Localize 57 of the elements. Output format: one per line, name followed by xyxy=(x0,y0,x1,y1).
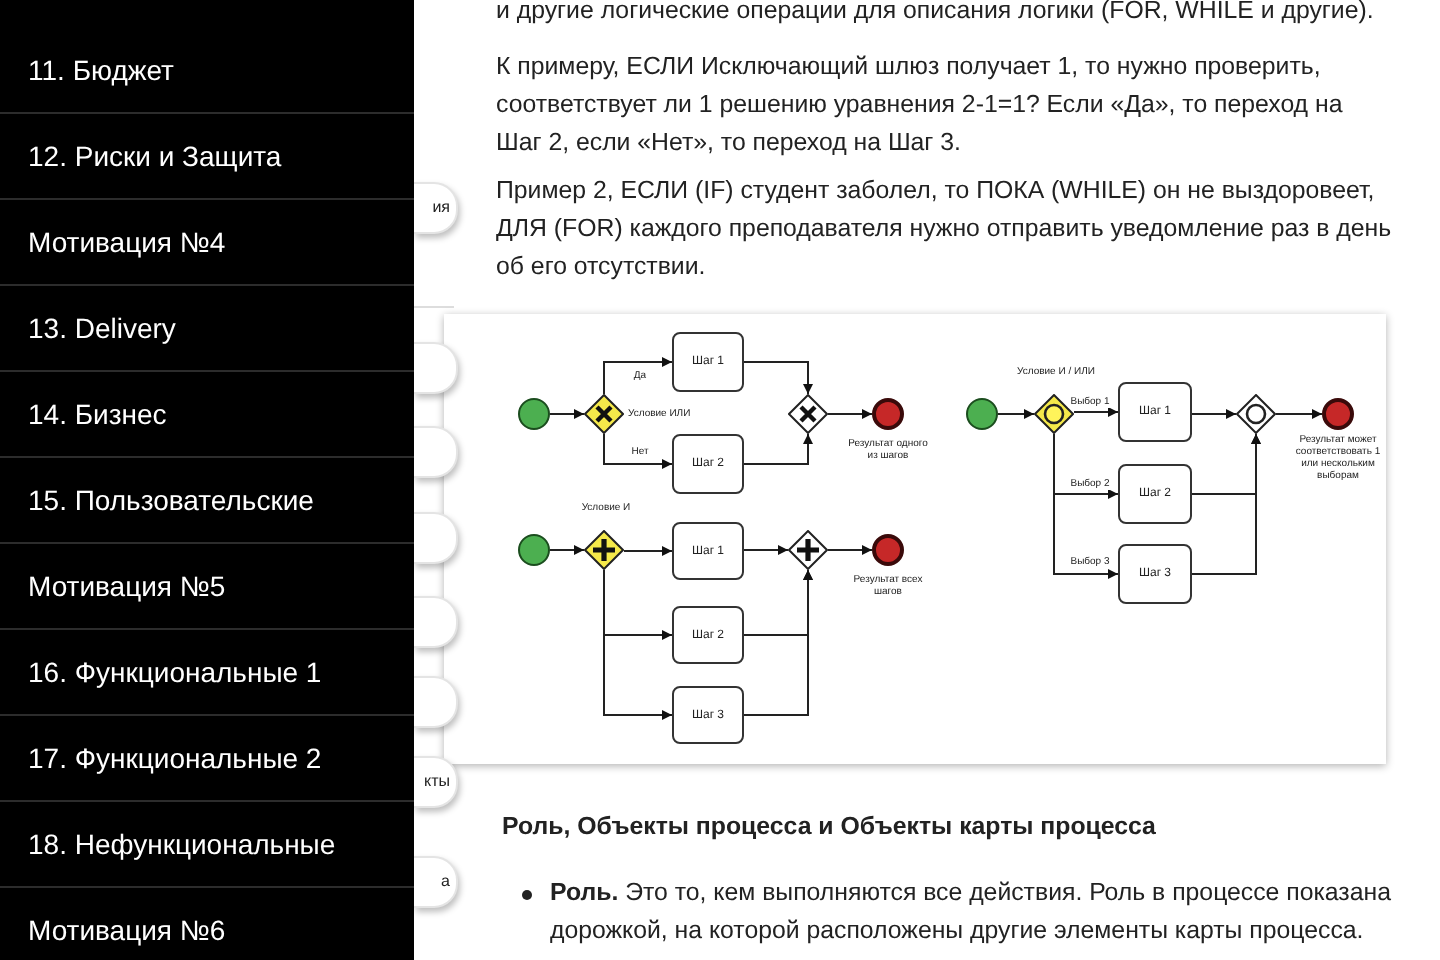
menu-item: 15. Пользовательские xyxy=(28,482,314,518)
menu-item: 18. Нефункциональные xyxy=(28,826,336,862)
connector-arrow xyxy=(1191,433,1261,575)
task-box xyxy=(672,606,744,664)
end-event-circle xyxy=(872,398,904,430)
gateway-diamond xyxy=(1236,394,1276,434)
start-event-circle xyxy=(966,398,998,430)
pill-button: кты xyxy=(414,756,458,808)
connector-arrow xyxy=(603,433,673,469)
connector-arrow xyxy=(603,569,673,720)
connector-arrow xyxy=(743,569,813,716)
menu-item: 17. Функциональные 2 xyxy=(28,740,322,776)
gateway-diamond xyxy=(584,394,624,434)
paragraph: и другие логические операции для описания логики (FOR, WHILE и другие). xyxy=(496,0,1376,28)
connector-arrow xyxy=(1073,407,1119,417)
start-event-circle xyxy=(518,534,550,566)
task-box xyxy=(672,332,744,392)
menu-item: 11. Бюджет xyxy=(28,52,174,88)
connector-arrow xyxy=(549,409,585,419)
connector-arrow xyxy=(549,545,585,555)
task-box xyxy=(672,434,744,494)
menu-item: Мотивация №5 xyxy=(28,568,226,604)
task-box xyxy=(1118,464,1192,524)
bullet-text: Роль. Это то, кем выполняются все действия. Роль в процессе показана дорожкой, на которой расположены другие элементы карты процесса. xyxy=(550,876,1393,948)
end-event-circle xyxy=(872,534,904,566)
connector-arrow xyxy=(1275,409,1323,419)
start-event-circle xyxy=(518,398,550,430)
connector-arrow xyxy=(1053,433,1119,579)
connector-arrow xyxy=(997,409,1035,419)
menu-item: 12. Риски и Защита xyxy=(28,138,282,174)
menu-item: 14. Бизнес xyxy=(28,396,167,432)
connector-arrow xyxy=(1191,409,1237,419)
connector-arrow xyxy=(827,545,873,555)
task-box xyxy=(672,686,744,744)
connector-arrow xyxy=(743,545,789,555)
menu-item: 16. Функциональные 1 xyxy=(28,654,322,690)
connector-arrow xyxy=(603,357,673,395)
paragraph: Пример 2, ЕСЛИ (IF) студент заболел, то ПОКА (WHILE) он не выздоровеет, ДЛЯ (FOR) каждого преподавателя нужно отправить уведомление раз в день об его отсутствии. xyxy=(496,174,1392,284)
connector-arrow xyxy=(743,361,813,395)
menu-item: Мотивация №4 xyxy=(28,224,226,260)
menu-item: 13. Delivery xyxy=(28,310,176,346)
section-heading: Роль, Объекты процесса и Объекты карты процесса xyxy=(502,810,1158,844)
gateway-diamond xyxy=(788,530,828,570)
menu-item: Мотивация №6 xyxy=(28,912,226,948)
gateway-diamond xyxy=(584,530,624,570)
gateway-diamond xyxy=(788,394,828,434)
task-box xyxy=(672,522,744,580)
gateway-diamond xyxy=(1034,394,1074,434)
task-box xyxy=(1118,544,1192,604)
pill-button: ия xyxy=(414,182,458,234)
task-box xyxy=(1118,382,1192,442)
paragraph: К примеру, ЕСЛИ Исключающий шлюз получает 1, то нужно проверить, соответствует ли 1 решению уравнения 2-1=1? Если «Да», то переход на Шаг 2, если «Нет», то переход на Шаг 3. xyxy=(496,50,1345,160)
end-event-circle xyxy=(1322,398,1354,430)
connector-arrow xyxy=(743,433,813,465)
pill-button: а xyxy=(414,856,458,908)
connector-arrow xyxy=(827,409,873,419)
connector-arrow xyxy=(623,546,673,556)
